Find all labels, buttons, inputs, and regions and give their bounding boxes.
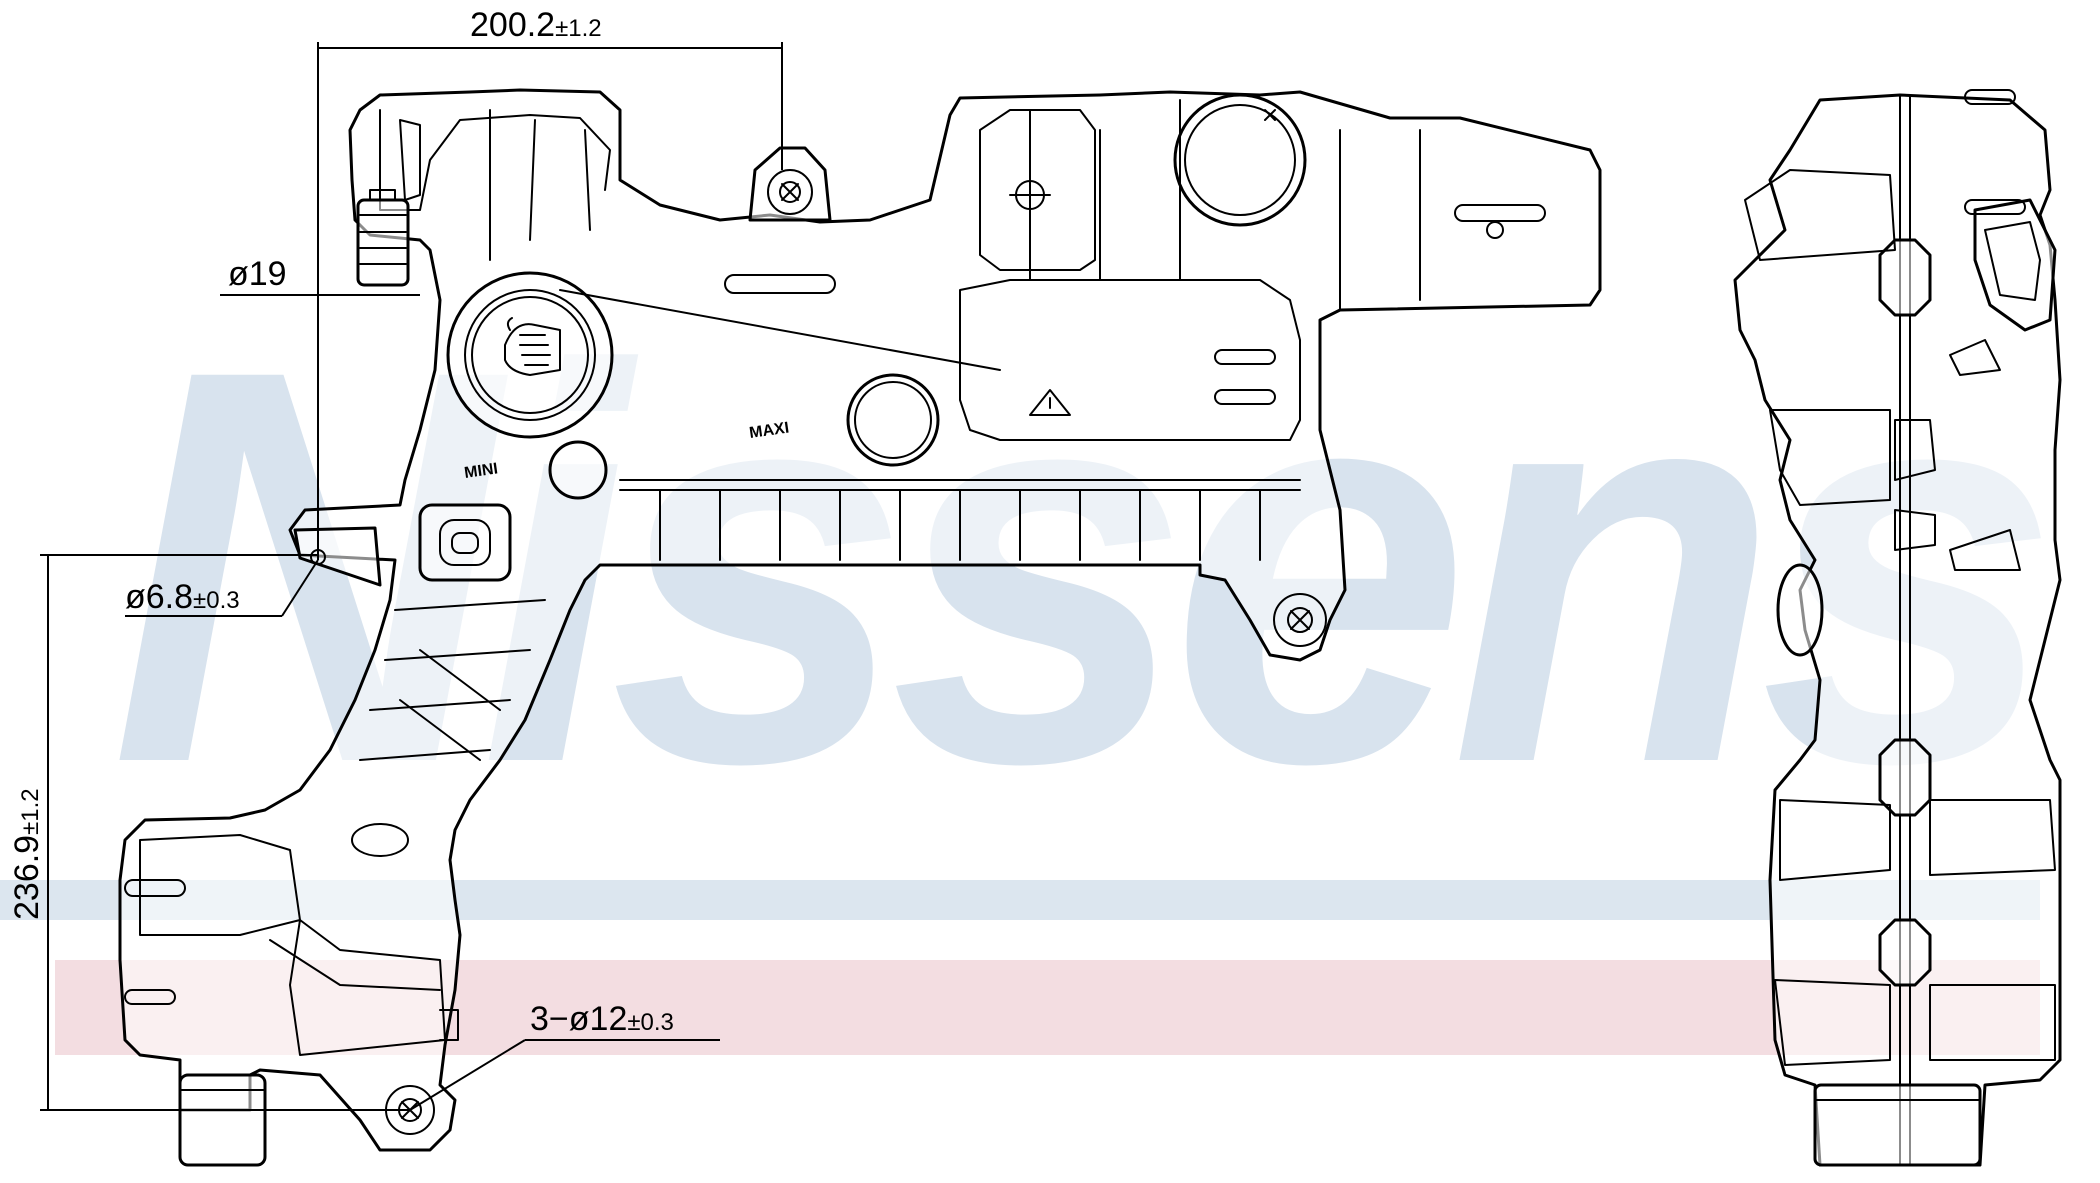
dim-236-9-tol: ±1.2	[17, 788, 44, 835]
upper-neck-inner	[399, 119, 421, 201]
upper-neck-rib	[489, 109, 591, 261]
side-chamber-right-low	[1929, 799, 2056, 876]
internal-diagonal	[559, 289, 1001, 371]
dim-dia-6-8: ø6.8±0.3	[125, 559, 319, 617]
dim-236-9-value: 236.9	[8, 835, 46, 920]
bottom-spigot	[178, 1073, 267, 1167]
inner-rib-b	[1339, 129, 1421, 311]
dim-holes: 3−ø12±0.3	[409, 1000, 720, 1111]
slot-4	[1214, 389, 1276, 405]
dim-dia-19-value: ø19	[228, 255, 287, 293]
dim-200-2-value: 200.2	[470, 6, 555, 44]
inner-chamber-right	[959, 279, 1301, 441]
slot-7	[351, 823, 409, 857]
side-chamber-top	[1744, 169, 1896, 261]
lower-bend-ribs	[359, 599, 546, 761]
outlet-port	[846, 373, 940, 467]
side-connector	[1949, 198, 2057, 571]
mounting-lug-left	[293, 526, 382, 587]
front-view: MAXI MINI	[118, 88, 1602, 1167]
side-bottom-spigot	[1813, 1083, 1982, 1167]
lower-ribs	[619, 479, 1301, 561]
mounting-lug-top	[748, 146, 832, 222]
top-right-cap	[1173, 93, 1307, 227]
hose-spigot-left	[356, 189, 410, 287]
dim-200-2-tol: ±1.2	[555, 15, 602, 42]
side-chamber-bottom	[1774, 979, 1891, 1066]
side-view	[1733, 89, 2062, 1167]
side-sensor	[1776, 563, 1824, 657]
inner-rib-c	[979, 109, 1096, 271]
slot-5	[124, 879, 186, 897]
level-sensor-port	[548, 440, 608, 500]
lower-side-tab	[439, 1009, 459, 1041]
svg-text:236.9±1.2: 236.9±1.2	[8, 788, 46, 920]
svg-text:ø6.8±0.3: ø6.8±0.3	[125, 578, 240, 616]
slot-6	[124, 989, 176, 1005]
lower-rib-diag	[269, 939, 441, 991]
warning-triangle-icon	[1029, 389, 1071, 416]
pressure-cap	[446, 271, 614, 439]
slot-1	[724, 274, 836, 294]
small-screw-right	[1486, 221, 1504, 239]
lower-connector	[418, 503, 512, 582]
dim-holes-value: 3−ø12	[530, 1000, 627, 1038]
maxi-label: MAXI	[748, 420, 790, 442]
dim-dia-6-8-tol: ±0.3	[193, 587, 240, 614]
slot-2	[1454, 204, 1546, 222]
slot-3	[1214, 349, 1276, 365]
outlet-port-inner	[854, 381, 932, 459]
dim-dia-6-8-value: ø6.8	[125, 578, 193, 616]
side-chamber-right-bottom	[1929, 984, 2056, 1061]
hand-cap-icon	[504, 317, 561, 376]
dim-dia-19: ø19	[220, 255, 420, 296]
dim-holes-tol: ±0.3	[627, 1009, 674, 1036]
side-body-outline	[1733, 93, 2062, 1167]
mounting-lug-right	[1273, 593, 1327, 647]
side-chamber-mid	[1769, 409, 1891, 506]
side-slot-2	[1964, 89, 2016, 105]
dim-236-9: 236.9±1.2	[8, 554, 410, 1111]
mini-label: MINI	[463, 460, 499, 482]
cross-mark	[1009, 174, 1051, 216]
svg-text:200.2±1.2: 200.2±1.2	[470, 6, 602, 44]
svg-text:3−ø12±0.3: 3−ø12±0.3	[530, 1000, 674, 1038]
side-chamber-low	[1779, 799, 1891, 881]
dim-200-2: 200.2±1.2	[317, 6, 783, 560]
dimensions: 200.2±1.2 ø19 ø6.8±0.3 236.9±1.2	[8, 6, 783, 1111]
side-slot-1	[1964, 199, 2026, 215]
